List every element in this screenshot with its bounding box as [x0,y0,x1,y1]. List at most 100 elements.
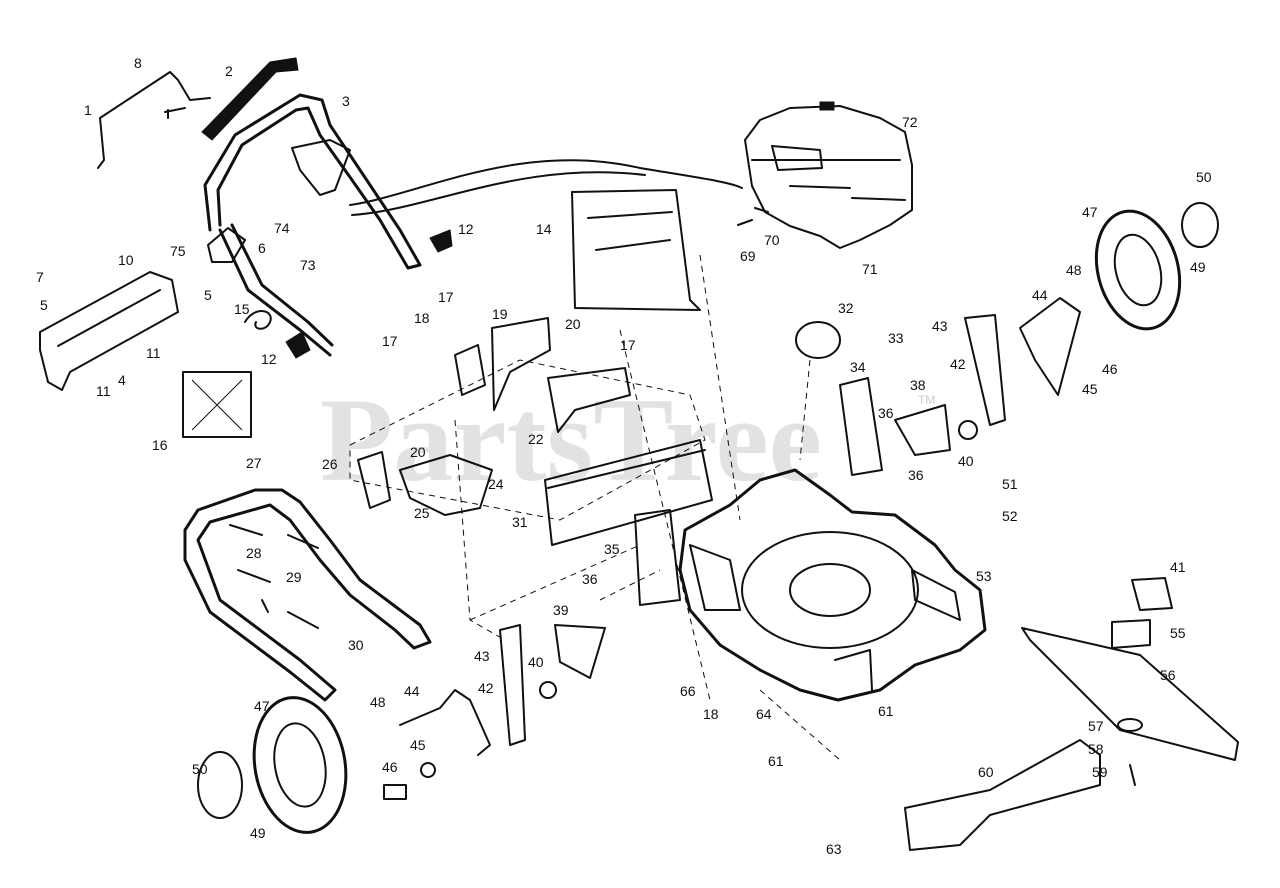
callout-51: 51 [1002,476,1018,492]
callout-44-2: 44 [404,683,420,699]
part-wheel-hub-left [273,722,327,808]
part-blade-adapter-55 [1111,619,1151,649]
callout-57: 57 [1088,718,1104,734]
callout-27: 27 [246,455,262,471]
callout-16: 16 [152,437,168,453]
callout-72: 72 [902,114,918,130]
callout-28: 28 [246,545,262,561]
callout-45-2: 45 [410,737,426,753]
callout-25: 25 [414,505,430,521]
part-bracket-19 [491,317,551,411]
callout-40: 40 [958,453,974,469]
callout-55: 55 [1170,625,1186,641]
part-engine-cap [819,101,835,111]
callout-53: 53 [976,568,992,584]
part-handle-grip [201,57,299,141]
callout-5: 5 [40,297,48,313]
part-handle-bracket [291,139,351,196]
callout-43-2: 43 [474,648,490,664]
part-lower-handle [183,488,432,702]
callout-32: 32 [838,300,854,316]
part-spacer-40-right [958,420,978,440]
watermark: PartsTree TM [320,373,935,506]
part-engine [744,105,913,249]
callout-36-3: 36 [582,571,598,587]
part-wheel-47-right [1094,209,1182,331]
part-bolt-8 [164,107,186,119]
callout-35: 35 [604,541,620,557]
callout-64: 64 [756,706,772,722]
part-handle-shield [39,271,179,391]
callout-42-2: 42 [478,680,494,696]
callout-11-2: 11 [96,383,111,399]
part-cap-32 [795,321,841,359]
part-height-lever-42-left [499,624,526,746]
callout-70: 70 [764,232,780,248]
part-upper-handle [203,93,422,270]
part-rear-flap-31 [544,439,713,546]
callout-48: 48 [1066,262,1082,278]
callout-43: 43 [932,318,948,334]
callout-39: 39 [553,602,569,618]
part-label-plate [182,371,252,438]
part-spacer-40-left [539,681,557,699]
callout-61: 61 [878,703,894,719]
callout-29: 29 [286,569,302,585]
part-washer-57 [1117,718,1143,732]
callout-46-2: 46 [382,759,398,775]
callout-3: 3 [342,93,350,109]
part-baffle-14 [571,189,701,311]
callout-36-2: 36 [908,467,924,483]
label-plate-lines [191,379,243,431]
callout-50-2: 50 [192,761,208,777]
part-axle-44-right [1019,297,1081,396]
callout-24: 24 [488,476,504,492]
callout-61-2: 61 [768,753,784,769]
callout-17-2: 17 [382,333,398,349]
callout-52: 52 [1002,508,1018,524]
part-handle-bracket-6 [207,227,246,263]
callout-42: 42 [950,356,966,372]
callout-8: 8 [134,55,142,71]
part-deck-53 [678,468,987,702]
part-engine-bolt [737,207,769,226]
callout-18: 18 [414,310,430,326]
part-bracket-22 [547,367,631,433]
callout-47: 47 [1082,204,1098,220]
callout-56: 56 [1160,667,1176,683]
rear-wheel-right [795,202,1219,476]
callout-17-3: 17 [620,337,636,353]
leader-lines [454,254,841,761]
callout-26: 26 [322,456,338,472]
part-wheel-47-left [252,696,348,834]
upper-handle-assembly [39,57,743,438]
callout-59: 59 [1092,764,1108,780]
part-height-plate-39 [554,624,606,679]
callout-49-2: 49 [250,825,266,841]
callout-34: 34 [850,359,866,375]
callout-4: 4 [118,372,126,388]
callout-74: 74 [274,220,290,236]
center-brackets [349,189,713,546]
callout-12-2: 12 [261,351,277,367]
callout-36: 36 [878,405,894,421]
part-hubcap-50-left [197,751,243,819]
callout-12: 12 [458,221,474,237]
part-bracket-26 [357,451,391,509]
callout-71: 71 [862,261,878,277]
callout-31: 31 [512,514,528,530]
part-height-plate-38 [894,404,951,456]
rear-wheel-left [197,624,606,834]
part-bolt-46-left [383,784,407,800]
callout-1: 1 [84,102,92,118]
callout-17: 17 [438,289,454,305]
callout-63: 63 [826,841,842,857]
blade-assembly [904,577,1239,851]
part-chute-60 [904,739,1101,851]
part-bracket-35 [634,509,681,606]
part-bolt-59 [1129,764,1136,786]
part-bracket-17 [454,344,486,396]
part-deck-ribs [689,544,873,691]
engine-assembly [737,101,913,249]
callout-48-2: 48 [370,694,386,710]
